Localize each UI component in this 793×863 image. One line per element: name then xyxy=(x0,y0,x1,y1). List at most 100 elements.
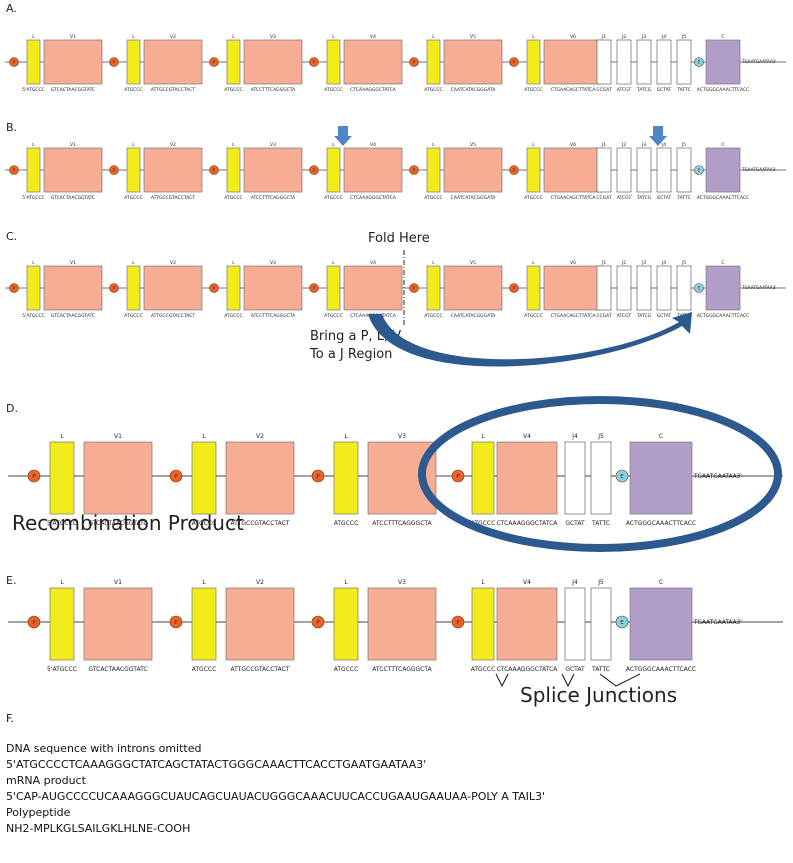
panel-c-j-label-1: J1 xyxy=(601,260,606,266)
panel-a-v-label-4: V4 xyxy=(370,34,376,40)
panel-b-promoter-6 xyxy=(509,165,519,175)
panel-a-promoter-3 xyxy=(209,57,219,67)
section-f-label: F. xyxy=(6,712,15,725)
panel-c-v-label-6: V6 xyxy=(570,260,576,266)
panel-e-j-seq-1: GCTAT xyxy=(565,666,585,673)
panel-c-promoter-2 xyxy=(109,283,119,293)
panel-a-leader-seq-1: 5'ATGCCC xyxy=(22,87,45,93)
panel-d-tail-seq: TGAATGAATAA3' xyxy=(693,474,742,480)
panel-b-j-label-5: J5 xyxy=(681,142,686,148)
panel-e-leader-3 xyxy=(333,587,359,661)
panel-a-promoter-5-label: P xyxy=(413,60,416,65)
panel-b-leader-seq-6: ATGCCC xyxy=(524,195,542,201)
mrna-heading: mRNA product xyxy=(6,774,86,787)
panel-c-leader-label-4: L xyxy=(332,260,335,266)
panel-b-leader-label-6: L xyxy=(532,142,535,148)
panel-c-v-seq-5: CAATCATACGGGATA xyxy=(451,313,497,319)
panel-a-v-label-3: V3 xyxy=(270,34,276,40)
panel-c-promoter-1 xyxy=(9,283,19,293)
panel-b-promoter-2-label: P xyxy=(113,168,116,173)
panel-e-promoter-4-label: P xyxy=(456,620,460,626)
panel-c-c-label: C xyxy=(721,260,724,266)
panel-d-v-label-3: V3 xyxy=(398,433,406,440)
panel-c-leader-seq-1: 5'ATGCCC xyxy=(22,313,45,319)
panel-c-promoter-4-label: P xyxy=(313,286,316,291)
panel-c-j-segment-5 xyxy=(676,265,692,311)
panel-c-v-segment-1 xyxy=(43,265,103,311)
panel-b-leader-label-5: L xyxy=(432,142,435,148)
panel-a-leader-seq-6: ATGCCC xyxy=(524,87,542,93)
panel-d-j-label-1: J4 xyxy=(571,433,578,440)
panel-b-enhancer-label: E xyxy=(698,168,701,173)
polypeptide-sequence: NH2-MPLKGLSAILGKLHLNE-COOH xyxy=(6,822,191,835)
panel-d-v-label-1: V1 xyxy=(114,433,122,440)
panel-e-v-segment-1 xyxy=(83,587,153,661)
panel-a-leader-label-2: L xyxy=(132,34,135,40)
panel-c-leader-2 xyxy=(126,265,141,311)
panel-d-promoter-2 xyxy=(169,469,183,483)
panel-a-enhancer-label: E xyxy=(698,60,701,65)
bring-label-line2: To a J Region xyxy=(309,347,392,362)
panel-d-leader-2 xyxy=(191,441,217,515)
panel-c-v-label-1: V1 xyxy=(70,260,76,266)
panel-c-j-label-3: J3 xyxy=(641,260,646,266)
panel-b-j-segment-3 xyxy=(636,147,652,193)
panel-c-leader-3 xyxy=(226,265,241,311)
panel-a-v-segment-5 xyxy=(443,39,503,85)
panel-d-c-seq: ACTGGGCAAACTTCACC xyxy=(626,520,696,527)
panel-b-v-seq-5: CAATCATACGGGATA xyxy=(451,195,497,201)
panel-e-leader-seq-4: ATGCCC xyxy=(471,666,496,673)
panel-c-c-seq: ACTGGGCAAACTTCACC xyxy=(697,313,750,319)
panel-c-v-label-4: V4 xyxy=(370,260,376,266)
panel-d-v-seq-3: ATCCTTTCAGGGCTA xyxy=(372,520,432,527)
panel-d-promoter-1 xyxy=(27,469,41,483)
panel-a-j-label-2: J2 xyxy=(621,34,626,40)
recombination-product-label: Recombination Product xyxy=(12,511,244,535)
panel-b-v-seq-4: CTCAAAGGGCTATCA xyxy=(350,195,397,201)
panel-b-v-seq-6: CTGAACAGCTTATCA xyxy=(551,195,597,201)
panel-b-enhancer xyxy=(694,165,704,175)
panel-e-promoter-1-label: P xyxy=(32,620,36,626)
panel-b-j-seq-2: ATCGT xyxy=(617,195,632,201)
panel-d-j-label-2: J5 xyxy=(597,433,604,440)
panel-b-promoter-5 xyxy=(409,165,419,175)
panel-c-promoter-6 xyxy=(509,283,519,293)
panel-e-leader-seq-2: ATGCCC xyxy=(192,666,217,673)
panel-d-promoter-2-label: P xyxy=(174,474,178,480)
panel-e-promoter-1 xyxy=(27,615,41,629)
panel-a-v-label-6: V6 xyxy=(570,34,576,40)
panel-a-promoter-4 xyxy=(309,57,319,67)
panel-e-label: E. xyxy=(6,574,16,587)
panel-d-promoter-4 xyxy=(451,469,465,483)
panel-e-j-label-1: J4 xyxy=(571,579,578,586)
panel-a-j-seq-3: TATCG xyxy=(636,87,652,93)
panel-b-c-segment xyxy=(705,147,741,193)
panel-d-leader-seq-2: ATGCCC xyxy=(192,520,217,527)
panel-e-v-seq-2: ATTGCCGTACCTACT xyxy=(231,666,290,673)
panel-b-v-label-4: V4 xyxy=(370,142,376,148)
panel-c-enhancer-label: E xyxy=(698,286,701,291)
panel-a-leader-6 xyxy=(526,39,541,85)
panel-c-enhancer xyxy=(694,283,704,293)
panel-b-v-segment-1 xyxy=(43,147,103,193)
panel-b-down-arrow-2 xyxy=(649,126,667,146)
panel-b-leader-label-2: L xyxy=(132,142,135,148)
panel-a-leader-label-6: L xyxy=(532,34,535,40)
panel-a-v-seq-3: ATCCTTTCAGGGCTA xyxy=(251,87,296,93)
panel-c-promoter-6-label: P xyxy=(513,286,516,291)
panel-b-promoter-4-label: P xyxy=(313,168,316,173)
panel-b-promoter-4 xyxy=(309,165,319,175)
panel-a-v-label-5: V5 xyxy=(470,34,476,40)
panel-a-v-segment-2 xyxy=(143,39,203,85)
panel-b-down-arrow-1 xyxy=(334,126,352,146)
panel-c-leader-seq-2: ATGCCC xyxy=(124,313,142,319)
panel-b-j-seq-5: TATTC xyxy=(676,195,690,201)
panel-d-leader-label-1: L xyxy=(60,433,64,440)
panel-d-promoter-4-label: P xyxy=(456,474,460,480)
panel-d-leader-seq-3: ATGCCC xyxy=(334,520,359,527)
panel-a-leader-label-1: L xyxy=(32,34,35,40)
panel-d-enhancer xyxy=(615,469,629,483)
panel-c-promoter-5-label: P xyxy=(413,286,416,291)
panel-c-v-segment-2 xyxy=(143,265,203,311)
panel-d-leader-label-3: L xyxy=(344,433,348,440)
